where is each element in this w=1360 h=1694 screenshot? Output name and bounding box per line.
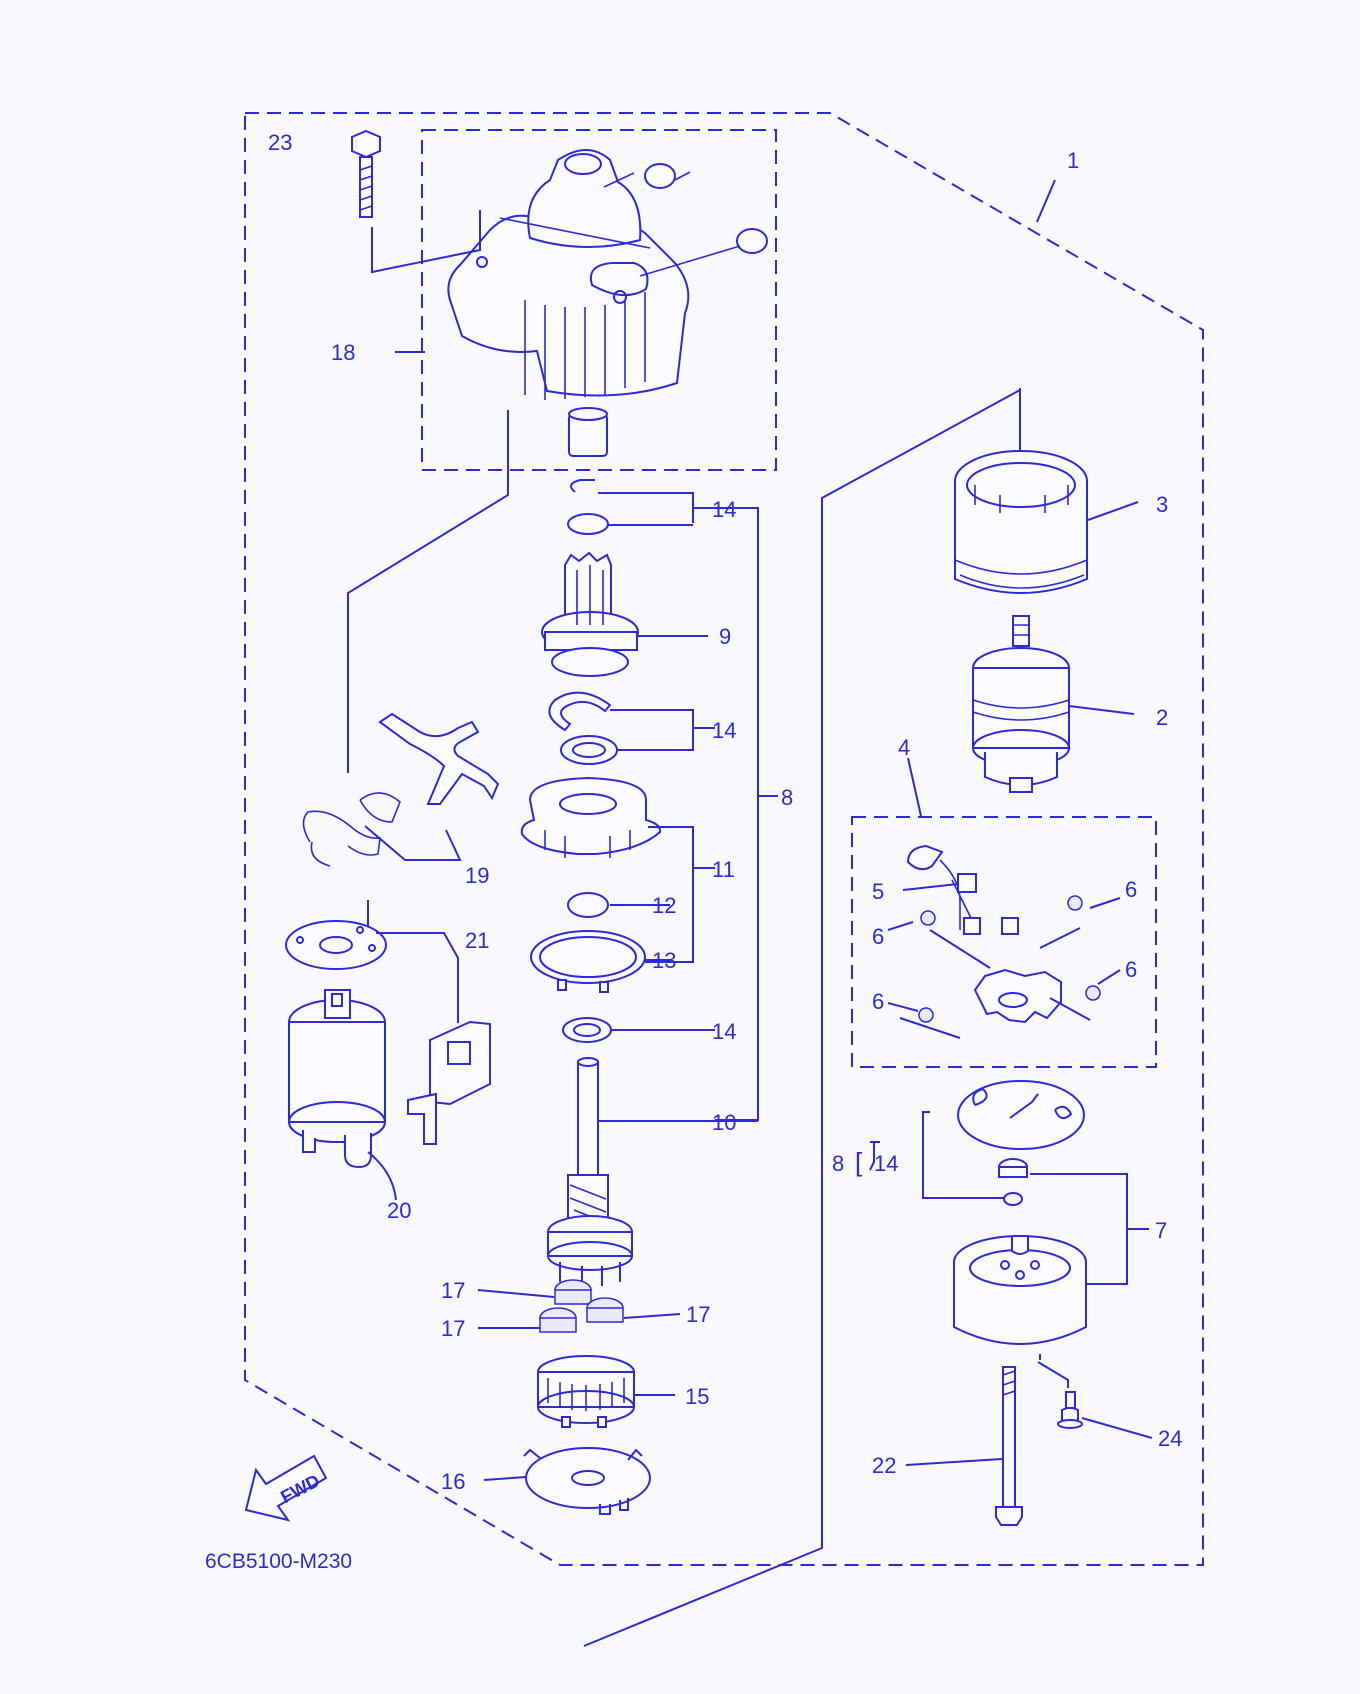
fwd-arrow-icon: FWD <box>244 1454 328 1522</box>
callout-17a: 17 <box>441 1278 465 1303</box>
ring-gear-15-icon <box>537 1355 635 1428</box>
brush-holder-4-icon <box>906 844 1101 1024</box>
leader-7 <box>1030 1173 1149 1285</box>
pinion-9-icon <box>541 551 639 677</box>
callout-4: 4 <box>898 735 910 760</box>
callout-14d: 14 <box>874 1151 898 1176</box>
assembly-18-outline <box>421 129 777 471</box>
callout-1: 1 <box>1067 148 1079 173</box>
pinion-shaft-10-icon <box>547 1057 633 1286</box>
leader-14-right <box>869 1111 1011 1199</box>
assembly-4-outline <box>851 816 1157 1068</box>
assembly-1-outline <box>244 112 1204 1566</box>
callout-7: 7 <box>1155 1218 1167 1243</box>
callout-20: 20 <box>387 1198 411 1223</box>
callout-3: 3 <box>1156 492 1168 517</box>
bushing-icon <box>568 407 608 457</box>
cover-21-icon <box>407 1020 491 1145</box>
yoke-3-icon <box>954 450 1088 594</box>
diagram-code: 6CB5100-M230 <box>205 1550 352 1573</box>
clip-14a-icon <box>570 479 595 493</box>
leader-3 <box>1087 501 1139 521</box>
clip-14b-icon <box>548 691 612 732</box>
washer-14a-icon <box>567 513 609 535</box>
plate-16-icon <box>523 1447 651 1515</box>
leader-20 <box>367 1151 397 1201</box>
callout-18: 18 <box>331 340 355 365</box>
callout-14b: 14 <box>712 718 736 743</box>
callout-15: 15 <box>685 1384 709 1409</box>
callout-17c: 17 <box>686 1302 710 1327</box>
screw-24-icon <box>1057 1391 1083 1429</box>
callout-8a: 8 <box>781 785 793 810</box>
callout-14a: 14 <box>712 497 736 522</box>
through-bolt-22-icon <box>995 1366 1023 1526</box>
leader-5 <box>902 883 959 891</box>
planet-gear-17-icon <box>539 1279 624 1333</box>
leader-14b <box>610 709 715 751</box>
leader-21 <box>376 932 459 1023</box>
leader-1 <box>1036 179 1056 223</box>
leader-16 <box>483 1476 527 1481</box>
callout-2: 2 <box>1156 705 1168 730</box>
leader-22 <box>905 1458 1003 1466</box>
end-cover-7-icon <box>953 1235 1087 1345</box>
callout-9: 9 <box>719 624 731 649</box>
leader-8-right <box>583 388 1021 1647</box>
leader-11 <box>645 826 715 963</box>
bracket-glyph: [ <box>855 1147 863 1177</box>
solenoid-20-icon <box>288 989 386 1169</box>
leader-18b <box>347 410 509 773</box>
lever-19-icon <box>302 712 500 867</box>
callout-19: 19 <box>465 863 489 888</box>
leader-4 <box>907 757 922 817</box>
bracket-8 <box>715 507 778 1121</box>
starter-cover-18-icon <box>447 149 768 400</box>
callout-13: 13 <box>652 948 676 973</box>
callouts: 1 2 3 4 5 6 6 6 6 7 8 8 9 10 11 12 13 14… <box>268 130 1182 1494</box>
callout-22: 22 <box>872 1453 896 1478</box>
leader-24 <box>1037 1354 1153 1439</box>
bushing-12-icon <box>567 892 609 918</box>
callout-6b: 6 <box>872 924 884 949</box>
callout-5: 5 <box>872 879 884 904</box>
armature-2-icon <box>972 615 1070 793</box>
drive-housing-11-icon <box>520 776 662 858</box>
leader-14a <box>598 492 715 526</box>
leader-2 <box>1068 705 1135 715</box>
callout-6d: 6 <box>872 989 884 1014</box>
callout-11: 11 <box>712 857 735 882</box>
leader-18 <box>371 210 481 353</box>
callout-16: 16 <box>441 1469 465 1494</box>
callout-6a: 6 <box>1125 877 1137 902</box>
washer-14c-icon <box>562 1017 612 1043</box>
callout-17b: 17 <box>441 1316 465 1341</box>
washer-14b-icon <box>560 735 618 765</box>
callout-23: 23 <box>268 130 292 155</box>
gasket-13-icon <box>530 930 646 993</box>
callout-21: 21 <box>465 928 489 953</box>
end-plate-14-icon <box>957 1080 1085 1150</box>
gasket-21-icon <box>285 920 387 970</box>
callout-12: 12 <box>652 893 676 918</box>
leader-6 <box>887 897 1121 1039</box>
callout-8b: 8 <box>832 1151 844 1176</box>
bolt-23-icon <box>351 129 381 218</box>
bearing-7-icon <box>998 1158 1028 1206</box>
callout-6c: 6 <box>1125 957 1137 982</box>
callout-24: 24 <box>1158 1426 1182 1451</box>
leader-17 <box>477 1289 681 1329</box>
callout-14c: 14 <box>712 1019 736 1044</box>
callout-10: 10 <box>712 1110 736 1135</box>
